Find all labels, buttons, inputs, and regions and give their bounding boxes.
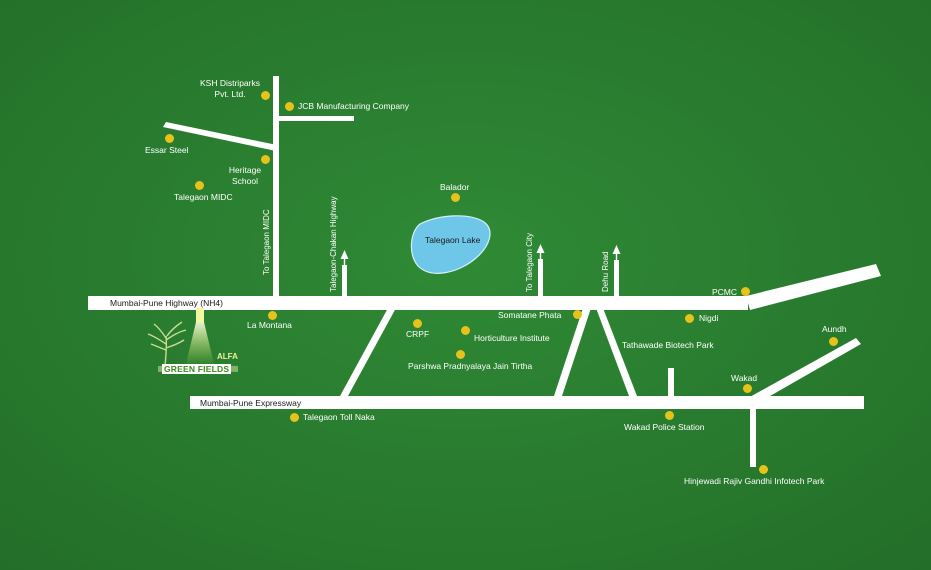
wakad-marker[interactable] (743, 384, 752, 393)
jcb-marker[interactable] (285, 102, 294, 111)
light-beam (186, 322, 214, 364)
ksh-label-line2: Pvt. Ltd. (214, 89, 246, 99)
road-talegaon-chakan (342, 265, 347, 298)
road-tathawade (668, 368, 674, 398)
beam-source (196, 308, 204, 322)
brand-line1: ALFA (217, 352, 238, 361)
horticulture-label: Horticulture Institute (474, 333, 550, 343)
balador-label: Balador (440, 182, 470, 192)
roads (88, 76, 881, 467)
nigdi-marker[interactable] (685, 314, 694, 323)
brand-line2: GREEN FIELDS (162, 364, 232, 374)
toll-naka-marker[interactable] (290, 413, 299, 422)
heritage-label-line2: School (232, 176, 258, 186)
heritage-label-line1: Heritage (228, 165, 262, 175)
hinjewadi-marker[interactable] (759, 465, 768, 474)
pcmc-marker[interactable] (741, 287, 750, 296)
aundh-label: Aundh (822, 324, 847, 334)
jcb-label: JCB Manufacturing Company (298, 101, 410, 111)
toll-naka-label: Talegaon Toll Naka (303, 412, 375, 422)
essar-marker[interactable] (165, 134, 174, 143)
ksh-label-line1: KSH Distriparks (200, 78, 260, 88)
dehu-road-label: Dehu Road (601, 251, 610, 292)
balador-marker[interactable] (451, 193, 460, 202)
somatane-marker[interactable] (573, 310, 582, 319)
road-connector-3 (596, 308, 637, 396)
road-dehu (614, 260, 619, 298)
crpf-marker[interactable] (413, 319, 422, 328)
nigdi-label: Nigdi (699, 313, 719, 323)
arrow-shaft (615, 253, 618, 261)
road-to-hinjewadi (750, 403, 756, 467)
road-to-talegaon-midc (273, 76, 279, 298)
talegaon-midc-label: Talegaon MIDC (174, 192, 233, 202)
to-talegaon-city-label: To Talegaon City (525, 233, 534, 292)
arrow-up-icon (536, 244, 545, 253)
road-connector-1 (340, 308, 396, 396)
parshwa-label: Parshwa Pradnyalaya Jain Tirtha (408, 361, 533, 371)
heritage-marker[interactable] (261, 155, 270, 164)
road-connector-2 (554, 308, 591, 396)
arrow-up-icon (612, 245, 621, 254)
road-to-talegaon-city (538, 259, 543, 298)
wakad-label: Wakad (731, 373, 758, 383)
wakad-police-marker[interactable] (665, 411, 674, 420)
hinjewadi-label: Hinjewadi Rajiv Gandhi Infotech Park (684, 476, 825, 486)
ksh-marker[interactable] (261, 91, 270, 100)
arrow-shaft (539, 252, 542, 260)
horticulture-marker[interactable] (461, 326, 470, 335)
lake-label: Talegaon Lake (425, 235, 481, 245)
tathawade-label: Tathawade Biotech Park (622, 340, 714, 350)
highway-nh4-road (88, 296, 748, 310)
arrow-markers (340, 244, 621, 266)
somatane-label: Somatane Phata (498, 310, 562, 320)
tree-logo-icon (147, 321, 187, 367)
highway-east-road (746, 264, 881, 310)
pcmc-label: PCMC (712, 287, 738, 297)
essar-label: Essar Steel (145, 145, 189, 155)
aundh-marker[interactable] (829, 337, 838, 346)
arrow-shaft (343, 258, 346, 266)
ksh-label: KSH Distriparks Pvt. Ltd. (190, 78, 270, 100)
heritage-label: Heritage School (220, 165, 270, 187)
talegaon-chakan-label: Talegaon-Chakan Highway (329, 196, 338, 292)
talegaon-midc-marker[interactable] (195, 181, 204, 190)
highway-label: Mumbai-Pune Highway (NH4) (110, 298, 223, 308)
la-montana-label: La Montana (247, 320, 292, 330)
la-montana-marker[interactable] (268, 311, 277, 320)
crpf-label: CRPF (406, 329, 430, 339)
parshwa-marker[interactable] (456, 350, 465, 359)
wakad-police-label: Wakad Police Station (624, 422, 705, 432)
road-to-essar-steel (163, 122, 277, 151)
talegaon-lake (410, 215, 491, 274)
arrow-up-icon (340, 250, 349, 259)
road-to-jcb (276, 116, 354, 121)
expressway-label: Mumbai-Pune Expressway (200, 398, 302, 408)
expressway-road (190, 396, 864, 409)
to-talegaon-midc-label: To Talegaon MIDC (262, 209, 271, 275)
road-to-aundh (748, 338, 861, 404)
